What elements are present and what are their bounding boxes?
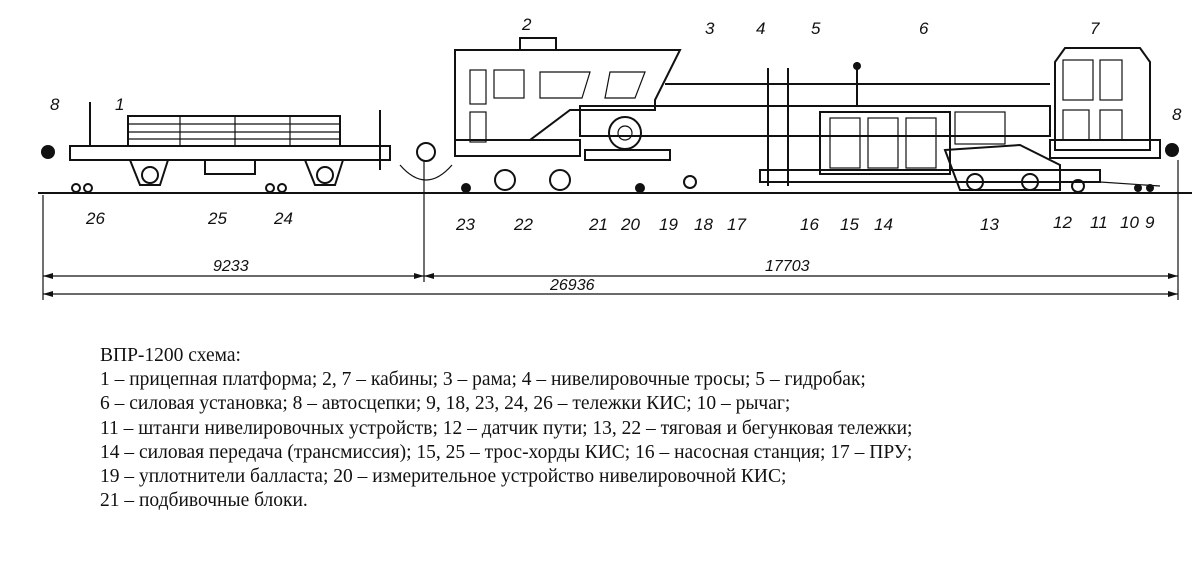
caption-line: 1 – прицепная платформа; 2, 7 – кабины; … xyxy=(100,369,866,391)
callout-18: 18 xyxy=(694,215,713,234)
callout-13: 13 xyxy=(980,215,999,234)
callout-5: 5 xyxy=(811,19,821,38)
callout-4: 4 xyxy=(756,19,765,38)
callout-22: 22 xyxy=(513,215,533,234)
caption-line: 6 – силовая установка; 8 – автосцепки; 9… xyxy=(100,393,791,415)
callout-26: 26 xyxy=(85,209,105,228)
callout-3: 3 xyxy=(705,19,715,38)
callout-25: 25 xyxy=(207,209,227,228)
callout-24: 24 xyxy=(273,209,293,228)
tamping-machine xyxy=(454,37,1179,193)
trailer-platform xyxy=(41,102,453,193)
figure-caption: ВПР-1200 схема: 1 – прицепная платформа;… xyxy=(100,344,912,513)
dimension-total-length: 26936 xyxy=(549,277,595,294)
callout-16: 16 xyxy=(800,215,819,234)
callout-11: 11 xyxy=(1090,213,1108,232)
callout-14: 14 xyxy=(874,215,893,234)
caption-line: 19 – уплотнители балласта; 20 – измерите… xyxy=(100,466,787,488)
callout-23: 23 xyxy=(455,215,475,234)
caption-line: 21 – подбивочные блоки. xyxy=(100,490,308,512)
callout-19: 19 xyxy=(659,215,678,234)
callout-9: 9 xyxy=(1145,213,1155,232)
callout-12: 12 xyxy=(1053,213,1072,232)
dimension-lines xyxy=(42,160,1179,300)
callout-6: 6 xyxy=(919,19,929,38)
caption-line: 14 – силовая передача (трансмиссия); 15,… xyxy=(100,441,913,463)
callout-1: 1 xyxy=(115,95,124,114)
callout-21: 21 xyxy=(588,215,608,234)
callout-20: 20 xyxy=(620,215,640,234)
callout-8-left: 8 xyxy=(50,95,60,114)
callout-2: 2 xyxy=(521,15,532,34)
callout-17: 17 xyxy=(727,215,746,234)
caption-line: 11 – штанги нивелировочных устройств; 12… xyxy=(100,417,913,439)
callout-8-right: 8 xyxy=(1172,105,1182,124)
machine-scheme-drawing: 8 1 2 3 4 5 6 7 8 9 10 11 12 13 14 15 16… xyxy=(38,15,1192,300)
dimension-machine-length: 17703 xyxy=(765,258,810,275)
caption-title: ВПР-1200 схема: xyxy=(100,345,241,366)
callout-10: 10 xyxy=(1120,213,1139,232)
dimension-trailer-length: 9233 xyxy=(213,258,249,275)
callout-15: 15 xyxy=(840,215,859,234)
callout-7: 7 xyxy=(1090,19,1100,38)
